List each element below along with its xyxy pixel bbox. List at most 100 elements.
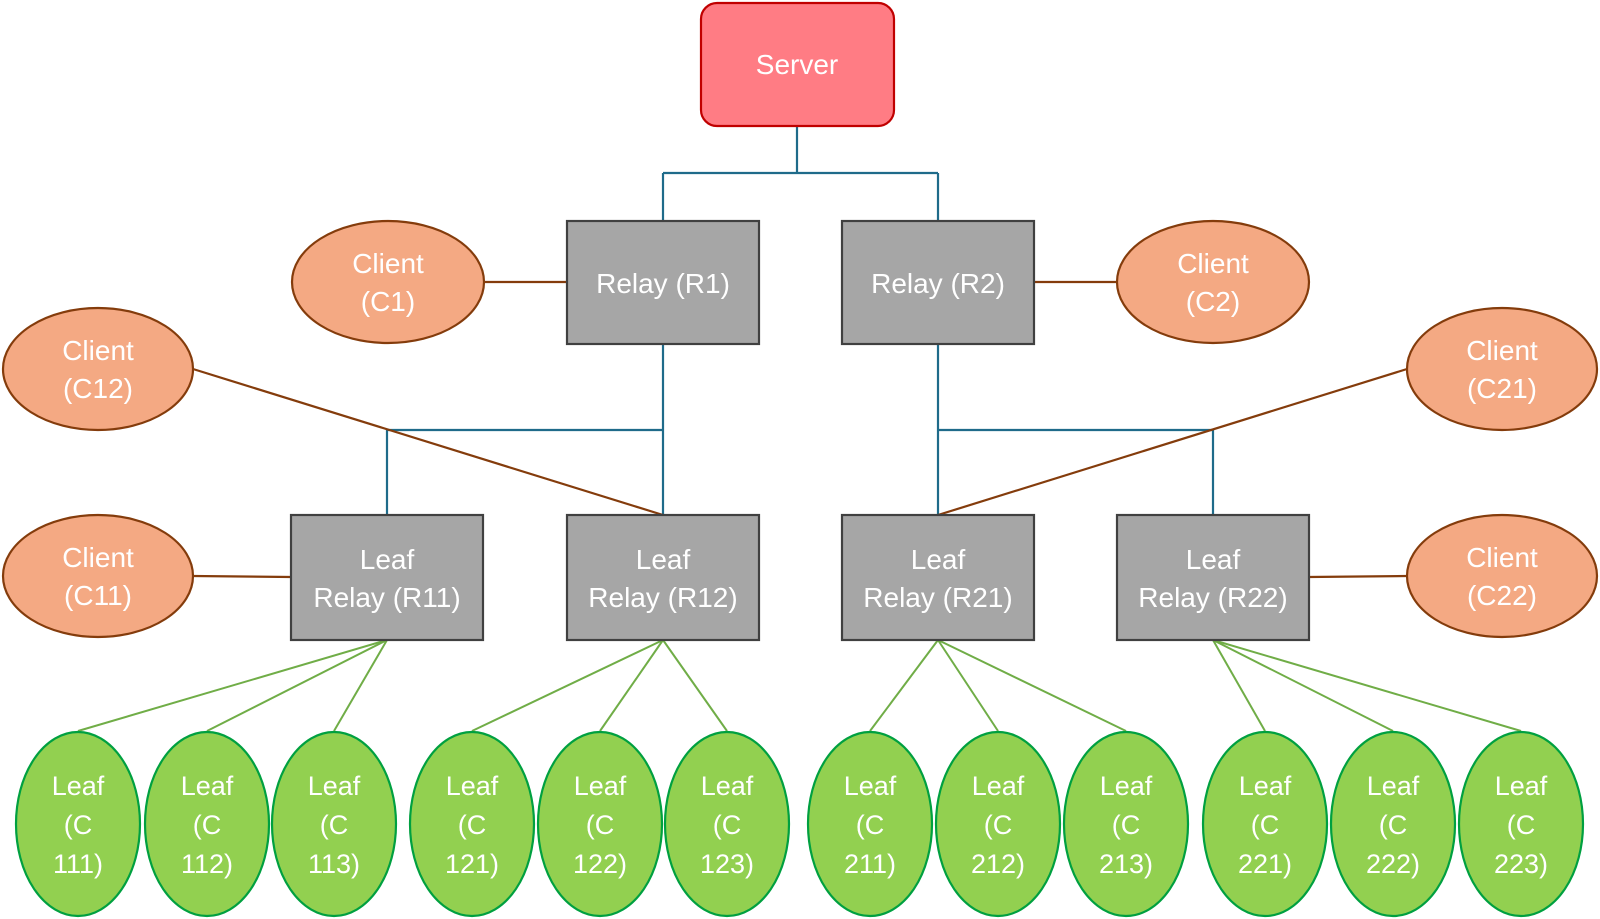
leaf-line2-c112: (C (193, 810, 222, 840)
leaf-relay-line1-r22: Leaf (1186, 544, 1241, 575)
link-r11-c111 (77, 639, 388, 732)
leaf-line3-c211: 211) (844, 849, 896, 879)
leaf-relay-line1-r12: Leaf (636, 544, 691, 575)
leaf-ellipse-c113 (270, 730, 398, 918)
leaf-line1-c123: Leaf (701, 771, 754, 801)
leaf-node-c211: Leaf (C 211) (806, 730, 934, 918)
leaf-line1-c122: Leaf (574, 771, 627, 801)
link-r22-c221 (1212, 639, 1266, 732)
link-r21-c212 (937, 639, 999, 732)
leaf-ellipse-c112 (143, 730, 271, 918)
link-server-relays (661, 126, 940, 221)
link-r2-leaf-relays (936, 344, 1215, 515)
relay-label-r2: Relay (R2) (871, 268, 1005, 299)
client-line1-c22: Client (1466, 542, 1538, 573)
leaf-line3-c223: 223) (1494, 849, 1548, 879)
leaf-relay-box-r22 (1115, 513, 1311, 642)
leaf-line2-c121: (C (458, 810, 487, 840)
link-r22-c22 (1308, 574, 1408, 579)
client-line2-c2: (C2) (1186, 286, 1240, 317)
leaf-ellipse-c111 (14, 730, 142, 918)
leaf-ellipse-c211 (806, 730, 934, 918)
leaf-ellipse-c221 (1201, 730, 1329, 918)
leaf-line2-c111: (C (64, 810, 93, 840)
leaf-line2-c113: (C (320, 810, 349, 840)
client-ellipse-c11 (1, 513, 195, 639)
leaf-node-c123: Leaf (C 123) (663, 730, 791, 918)
client-node-c12: Client (C12) (1, 306, 195, 432)
leaf-line3-c113: 113) (308, 849, 360, 879)
link-r11-c112 (206, 639, 388, 732)
leaf-line2-c212: (C (984, 810, 1013, 840)
leaf-node-c121: Leaf (C 121) (408, 730, 536, 918)
leaf-node-c213: Leaf (C 213) (1062, 730, 1190, 918)
leaf-line2-c123: (C (713, 810, 742, 840)
relay-box-r2 (840, 219, 1036, 346)
leaf-line2-c221: (C (1251, 810, 1280, 840)
leaf-node-c223: Leaf (C 223) (1457, 730, 1585, 918)
leaf-relay-box-r12 (565, 513, 761, 642)
client-line1-c21: Client (1466, 335, 1538, 366)
leaf-ellipse-c121 (408, 730, 536, 918)
leaf-ellipse-c213 (1062, 730, 1190, 918)
link-r12-c121 (471, 639, 664, 732)
leaf-line3-c212: 212) (971, 849, 1025, 879)
leaf-line2-c213: (C (1112, 810, 1141, 840)
leaf-line1-c112: Leaf (181, 771, 234, 801)
client-line2-c12: (C12) (63, 373, 133, 404)
leaf-node-c222: Leaf (C 222) (1329, 730, 1457, 918)
leaf-line2-c222: (C (1379, 810, 1408, 840)
client-line2-c1: (C1) (361, 286, 415, 317)
leaf-node-c221: Leaf (C 221) (1201, 730, 1329, 918)
link-c21-r21 (937, 367, 1408, 517)
client-node-c2: Client (C2) (1115, 219, 1311, 345)
leaf-line2-c211: (C (856, 810, 885, 840)
leaf-line3-c123: 123) (700, 849, 754, 879)
client-line1-c12: Client (62, 335, 134, 366)
client-line1-c11: Client (62, 542, 134, 573)
client-ellipse-c21 (1405, 306, 1599, 432)
leaf-line1-c121: Leaf (446, 771, 499, 801)
link-r22-c223 (1212, 639, 1522, 732)
client-line2-c11: (C11) (64, 580, 132, 611)
link-r21-c211 (869, 639, 939, 732)
leaf-relay-line1-r11: Leaf (360, 544, 415, 575)
leaf-ellipse-c222 (1329, 730, 1457, 918)
leaf-line3-c112: 112) (181, 849, 233, 879)
client-ellipse-c2 (1115, 219, 1311, 345)
leaf-node-c122: Leaf (C 122) (536, 730, 664, 918)
leaf-relay-node-r22: Leaf Relay (R22) (1115, 513, 1311, 642)
client-node-c1: Client (C1) (290, 219, 486, 345)
leaf-line1-c211: Leaf (844, 771, 897, 801)
leaf-line3-c122: 122) (573, 849, 627, 879)
client-node-c11: Client (C11) (1, 513, 195, 639)
leaf-line2-c223: (C (1507, 810, 1536, 840)
leaf-relay-line2-r21: Relay (R21) (863, 582, 1012, 613)
leaf-line1-c222: Leaf (1367, 771, 1420, 801)
link-c11-r11 (192, 574, 292, 579)
relay-box-r1 (565, 219, 761, 346)
leaf-relay-node-r11: Leaf Relay (R11) (289, 513, 485, 642)
leaf-line1-c111: Leaf (52, 771, 105, 801)
connector-layer (77, 126, 1522, 732)
leaf-ellipse-c122 (536, 730, 664, 918)
server-node: Server (699, 1, 896, 128)
leaf-line3-c121: 121) (445, 849, 499, 879)
client-line2-c22: (C22) (1467, 580, 1537, 611)
leaf-line1-c212: Leaf (972, 771, 1025, 801)
leaf-relay-line2-r12: Relay (R12) (588, 582, 737, 613)
client-line1-c2: Client (1177, 248, 1249, 279)
leaf-relay-node-r21: Leaf Relay (R21) (840, 513, 1036, 642)
link-r1-leaf-relays (385, 344, 665, 515)
leaf-line3-c221: 221) (1238, 849, 1292, 879)
leaf-node-c212: Leaf (C 212) (934, 730, 1062, 918)
leaf-line3-c222: 222) (1366, 849, 1420, 879)
leaf-line1-c113: Leaf (308, 771, 361, 801)
leaf-line1-c213: Leaf (1100, 771, 1153, 801)
leaf-line2-c122: (C (586, 810, 615, 840)
link-r12-c123 (662, 639, 728, 732)
leaf-line3-c213: 213) (1099, 849, 1153, 879)
leaf-ellipse-c212 (934, 730, 1062, 918)
leaf-line3-c111: 111) (53, 849, 103, 879)
